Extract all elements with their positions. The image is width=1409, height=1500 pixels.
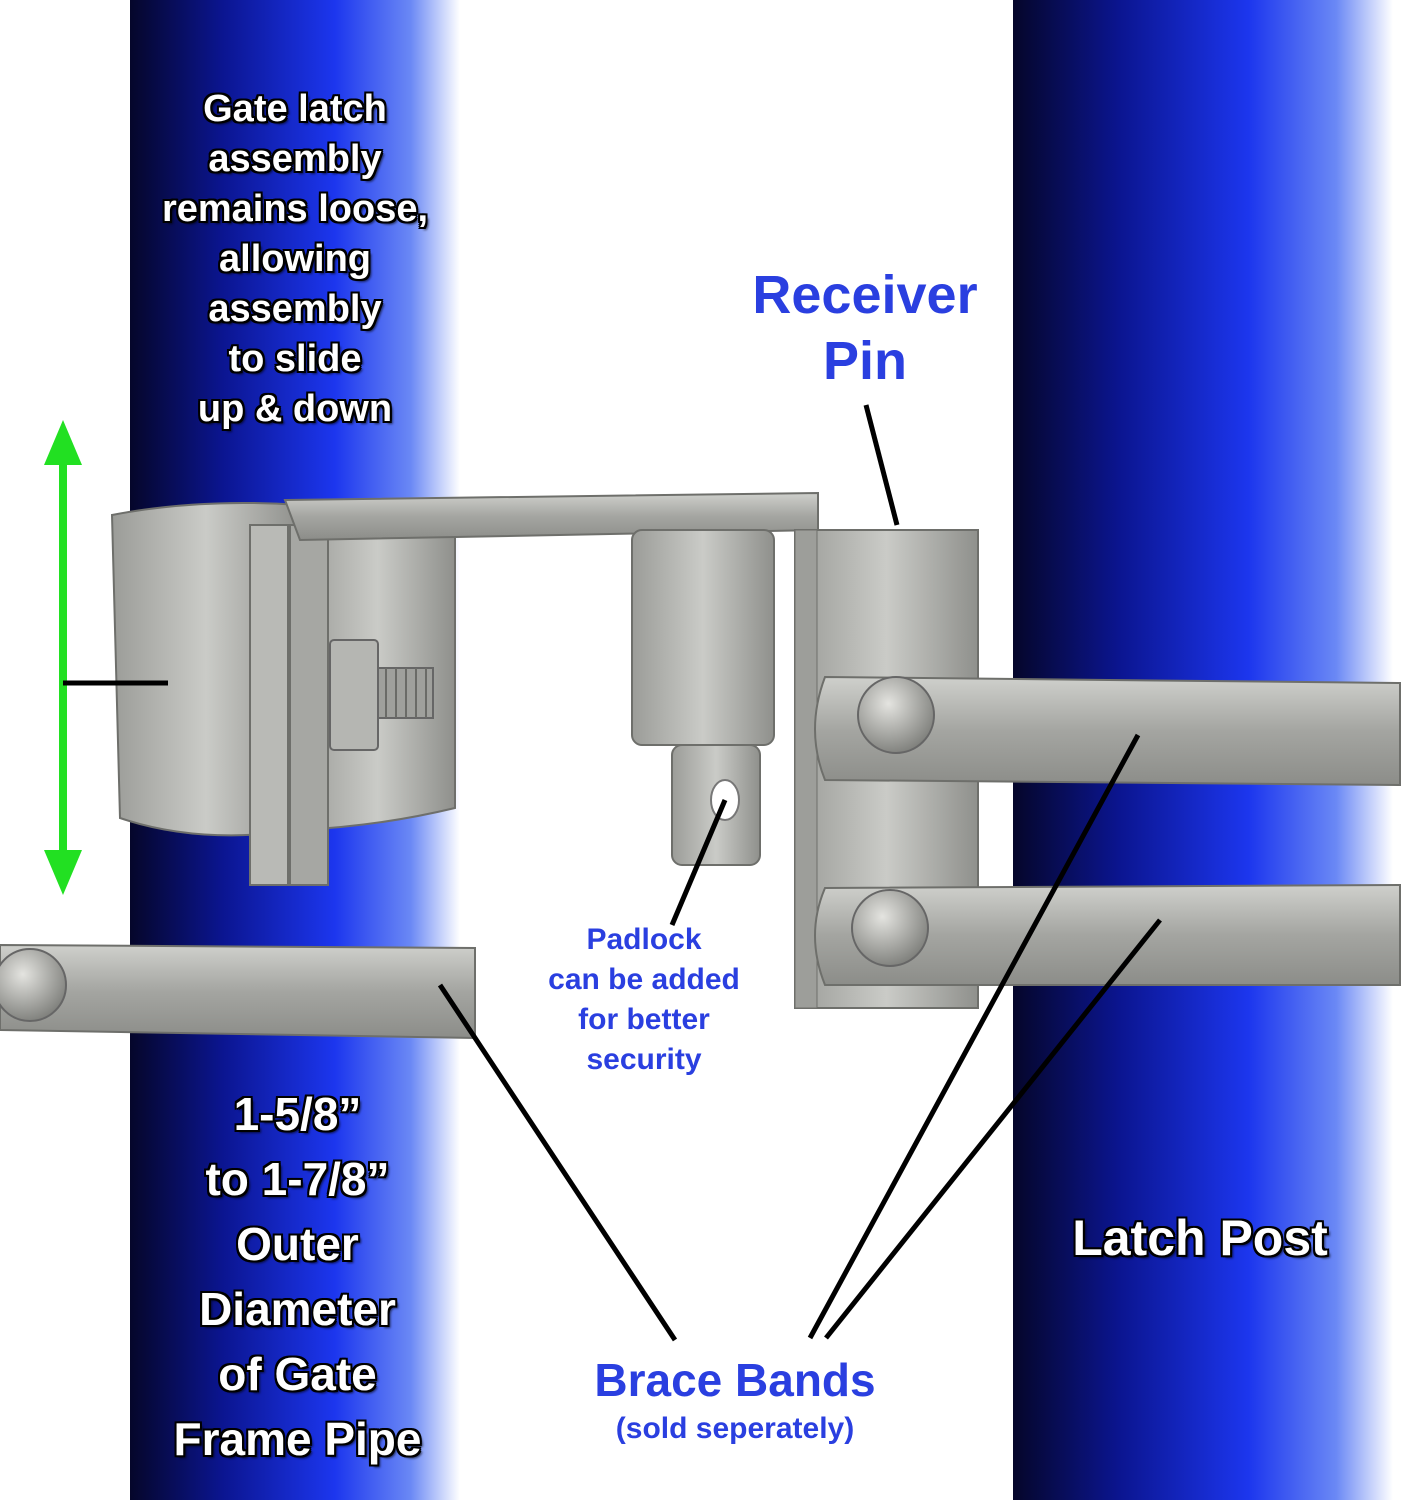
- receiver-pin-label: Receiver Pin: [735, 262, 995, 394]
- brace-band-upper: [814, 675, 1401, 787]
- up-down-arrow-icon: [44, 420, 82, 895]
- latch-note-line: allowing: [219, 238, 371, 280]
- latch-post-label: Latch Post: [1072, 1210, 1328, 1266]
- pipe-note-line: to 1-7/8”: [205, 1153, 390, 1205]
- pipe-note-line: of Gate: [218, 1348, 377, 1400]
- pipe-note-line: Outer: [236, 1218, 359, 1270]
- pipe-diameter-note: 1-5/8” to 1-7/8” Outer Diameter of Gate …: [135, 1082, 460, 1472]
- padlock-note-line: can be added: [548, 963, 740, 996]
- receiver-pin-line: Pin: [822, 331, 907, 391]
- brace-band-gate: [0, 943, 476, 1040]
- latch-note-line: remains loose,: [161, 188, 429, 230]
- leader-lines: [63, 404, 1162, 1342]
- padlock-note-line: for better: [578, 1003, 710, 1036]
- latch-note-line: assembly: [208, 288, 382, 330]
- brace-band-lower: [814, 883, 1401, 986]
- brace-bands-label: Brace Bands: [594, 1354, 876, 1406]
- padlock-note: Padlock can be added for better security: [520, 920, 768, 1080]
- bolt-nut: [329, 639, 379, 751]
- drop-rod: [631, 529, 775, 866]
- pipe-note-line: 1-5/8”: [233, 1088, 362, 1140]
- latch-assembly-note: Gate latch assembly remains loose, allow…: [135, 84, 455, 434]
- padlock-note-line: security: [586, 1043, 702, 1076]
- latch-note-line: to slide: [228, 338, 362, 380]
- receiver-pin-line: Receiver: [752, 265, 978, 325]
- latch-note-line: assembly: [208, 138, 382, 180]
- latch-note-line: Gate latch: [203, 88, 387, 130]
- pipe-note-line: Diameter: [199, 1283, 396, 1335]
- brace-bands-note: (sold seperately): [615, 1412, 855, 1445]
- latch-clamp: [110, 501, 456, 886]
- padlock-note-line: Padlock: [586, 923, 702, 956]
- latch-note-line: up & down: [197, 388, 393, 430]
- pipe-note-line: Frame Pipe: [173, 1413, 422, 1465]
